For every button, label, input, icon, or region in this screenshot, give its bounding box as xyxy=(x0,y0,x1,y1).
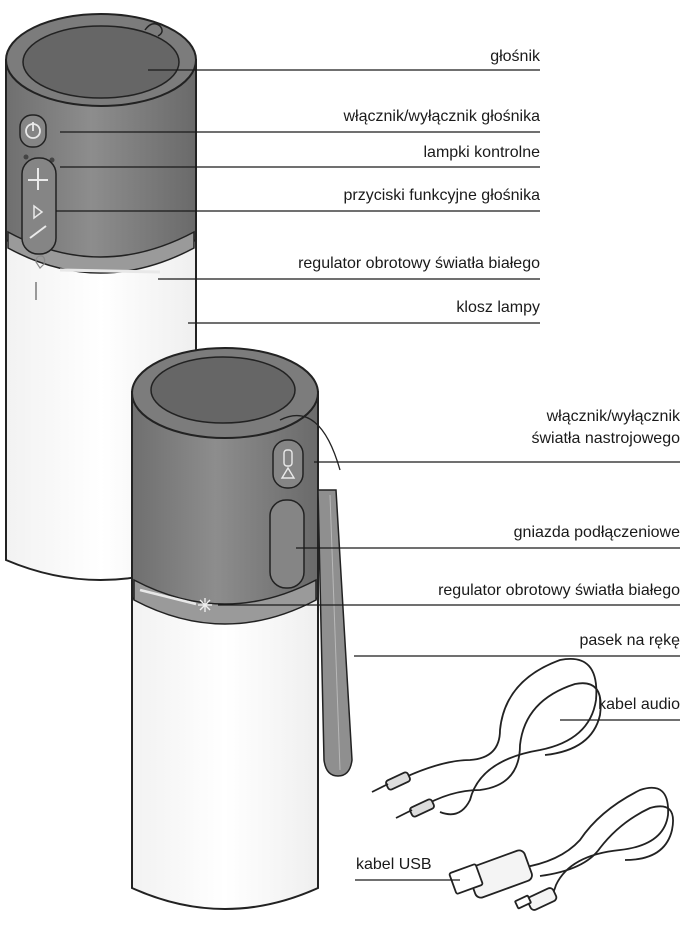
label-speaker: głośnik xyxy=(490,47,540,67)
label-white-light-dial-2: regulator obrotowy światła białego xyxy=(438,581,680,601)
label-usb-cable: kabel USB xyxy=(356,855,432,875)
label-wrist-strap: pasek na rękę xyxy=(579,631,680,651)
indicator-light xyxy=(24,155,29,160)
label-lamp-shade: klosz lampy xyxy=(456,298,540,318)
label-white-light-dial: regulator obrotowy światła białego xyxy=(298,254,540,274)
speaker-grille xyxy=(23,26,179,98)
lamp-shade-back xyxy=(132,598,318,909)
label-indicator-lights: lampki kontrolne xyxy=(424,143,541,163)
speaker-power-button[interactable] xyxy=(20,115,46,147)
label-mood-light-power-line2: światła nastrojowego xyxy=(531,428,680,450)
label-mood-light-power-line1: włącznik/wyłącznik xyxy=(531,406,680,428)
lamp-back-view xyxy=(132,348,352,909)
mood-light-power-button[interactable] xyxy=(273,440,303,488)
light-icon xyxy=(198,598,212,612)
ports-cover[interactable] xyxy=(270,500,304,588)
audio-cable xyxy=(372,659,601,818)
label-audio-cable: kabel audio xyxy=(598,695,680,715)
usb-cable xyxy=(449,788,673,911)
label-mood-light-power: włącznik/wyłącznik światła nastrojowego xyxy=(531,406,680,450)
label-speaker-power: włącznik/wyłącznik głośnika xyxy=(343,107,540,127)
function-buttons[interactable] xyxy=(22,158,56,254)
label-ports: gniazda podłączeniowe xyxy=(514,523,680,543)
speaker-grille-back xyxy=(151,357,295,423)
label-function-buttons: przyciski funkcyjne głośnika xyxy=(343,186,540,206)
